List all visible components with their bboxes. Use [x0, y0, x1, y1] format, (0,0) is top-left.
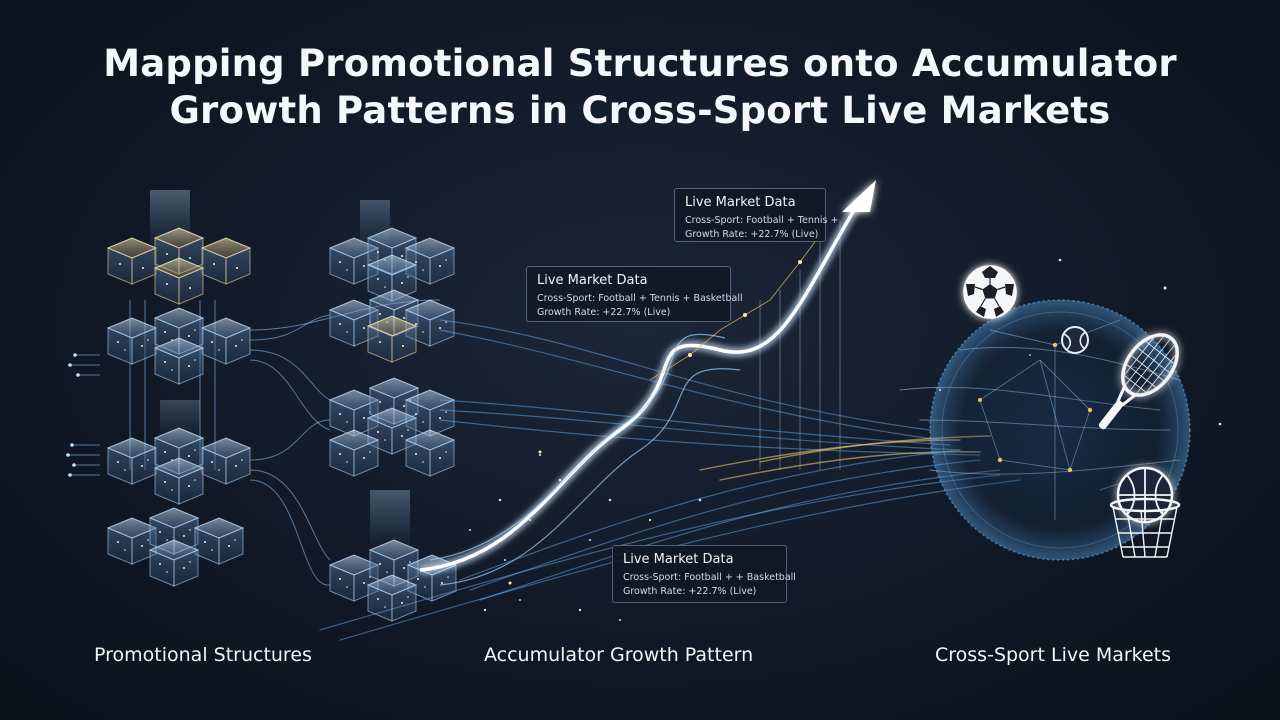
card-sports: Cross-Sport: Football + Tennis + Basketb… [537, 293, 743, 304]
live-market-card-top: Live Market Data Cross-Sport: Football +… [674, 188, 839, 242]
accumulator-growth-curve [419, 180, 876, 586]
tennis-racket-icon [1098, 333, 1179, 430]
soccer-ball-icon [963, 265, 1017, 319]
basketball-hoop-icon [1109, 466, 1181, 558]
live-market-card-bottom: Live Market Data Cross-Sport: Football +… [612, 545, 796, 603]
title-line-2: Growth Patterns in Cross-Sport Live Mark… [169, 89, 1111, 132]
card-heading: Live Market Data [537, 273, 648, 288]
live-market-card-middle: Live Market Data Cross-Sport: Football +… [526, 266, 743, 322]
card-sports: Cross-Sport: Football + + Basketball [623, 572, 796, 583]
card-sports: Cross-Sport: Football + Tennis + [685, 215, 839, 226]
tennis-ball-icon [1061, 326, 1089, 354]
growth-arrow-icon [842, 180, 876, 212]
label-promotional-structures: Promotional Structures [94, 644, 312, 666]
page-title: Mapping Promotional Structures onto Accu… [0, 40, 1280, 134]
title-line-1: Mapping Promotional Structures onto Accu… [103, 42, 1177, 85]
label-cross-sport-live-markets: Cross-Sport Live Markets [935, 644, 1172, 666]
card-heading: Live Market Data [685, 195, 796, 210]
promotional-structures-cluster [66, 190, 457, 622]
label-accumulator-growth-pattern: Accumulator Growth Pattern [484, 644, 754, 666]
card-growth: Growth Rate: +22.7% (Live) [537, 307, 671, 318]
card-heading: Live Market Data [623, 552, 734, 567]
card-growth: Growth Rate: +22.7% (Live) [623, 586, 757, 597]
card-growth: Growth Rate: +22.7% (Live) [685, 229, 819, 240]
